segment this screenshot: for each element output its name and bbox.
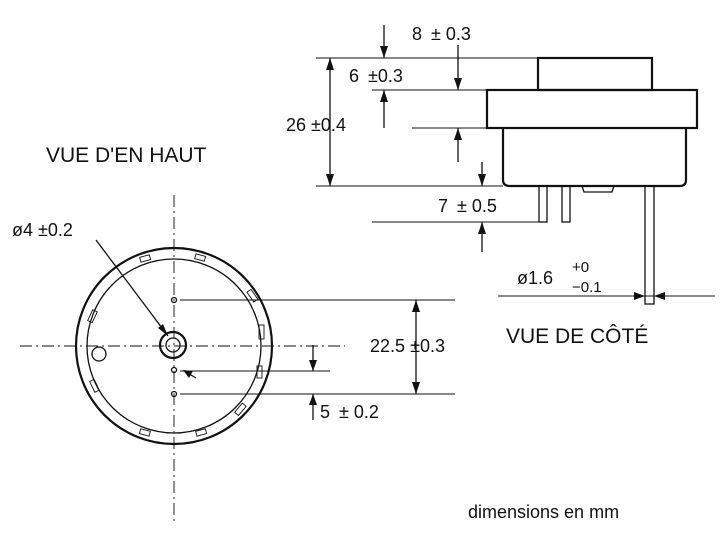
dim-label-hole-diameter: ø4 ±0.2 — [12, 220, 73, 240]
arrow-down — [412, 382, 420, 394]
dim-label-total-height: 26 ±0.4 — [286, 115, 346, 135]
pin-hole-mid — [170, 366, 178, 374]
side-cap — [536, 56, 654, 92]
dim-label-cap-step: 6 ±0.3 — [349, 66, 403, 86]
side-hole — [91, 346, 107, 362]
side-bottom-tab — [581, 185, 615, 193]
dim-label-pin-diameter-upper: +0 — [572, 259, 589, 276]
arrow-up — [412, 300, 420, 312]
arrow-down — [478, 174, 486, 186]
notch — [89, 378, 100, 393]
notch — [233, 402, 247, 417]
arrow-leader — [158, 324, 168, 336]
sound-hole-outer — [158, 330, 188, 360]
outer-ring — [74, 246, 274, 446]
arrow-up — [309, 394, 317, 405]
dim-label-pin-spacing: 22.5 ±0.3 — [370, 336, 445, 356]
pin-hole-bottom — [170, 390, 178, 398]
dim-label-top-cap: 8 ± 0.3 — [412, 24, 471, 44]
dim-label-offset: 5 ± 0.2 — [320, 402, 379, 422]
pin-hole-top — [170, 296, 178, 304]
notch — [138, 428, 151, 437]
notch — [194, 253, 207, 262]
notch — [258, 324, 265, 340]
sound-hole-inner — [165, 337, 181, 353]
side-view — [316, 25, 715, 305]
arrow-left — [654, 292, 665, 300]
arrow-down — [380, 46, 388, 58]
arrow-right — [634, 292, 645, 300]
dim-label-pin-diameter-lower: −0.1 — [572, 279, 602, 296]
side-body — [501, 128, 688, 188]
units-note: dimensions en mm — [468, 502, 619, 522]
arrow-up — [380, 90, 388, 102]
pin-mid — [561, 185, 571, 223]
arrow-up — [478, 222, 486, 234]
side-flange — [485, 88, 699, 130]
notch — [195, 428, 208, 437]
pin-left — [538, 185, 548, 223]
dim-label-pin-diameter: ø1.6 — [517, 268, 553, 288]
top-view — [20, 195, 455, 525]
ring-notches — [87, 253, 265, 437]
notch — [256, 365, 263, 379]
leader-hole-diameter — [95, 239, 169, 337]
arrow-leader-pin — [183, 370, 193, 378]
side-view-title: VUE DE CÔTÉ — [506, 325, 648, 348]
arrow-up — [454, 128, 462, 140]
pin-right — [644, 185, 655, 305]
top-view-title: VUE D'EN HAUT — [46, 144, 207, 167]
notch — [87, 309, 98, 324]
arrow-down — [326, 174, 334, 186]
arrow-down — [454, 78, 462, 90]
arrow-down — [309, 360, 317, 371]
arrow-up — [326, 58, 334, 70]
inner-ring — [86, 258, 262, 434]
notch — [139, 254, 152, 263]
notch — [246, 288, 259, 303]
dim-label-pin-length: 7 ± 0.5 — [438, 196, 497, 216]
